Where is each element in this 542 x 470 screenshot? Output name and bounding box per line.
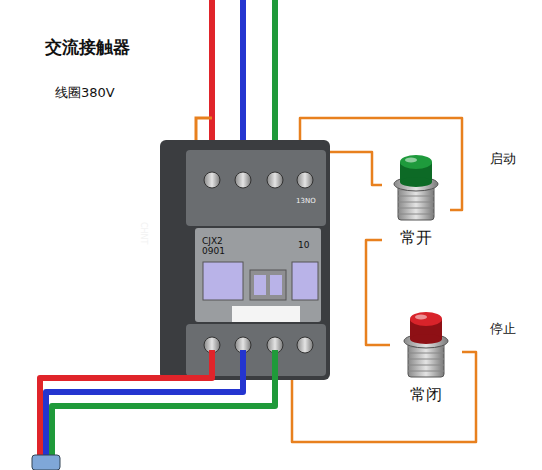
start-button: 常开: [382, 148, 450, 253]
contactor-body: CJX2 0901: [160, 140, 330, 380]
control-wire: [300, 118, 462, 210]
aux-contact-code: 10: [298, 240, 309, 250]
control-wire: [330, 152, 382, 185]
stop-button: 常闭: [390, 305, 462, 410]
button-caption: 常闭: [390, 385, 462, 410]
power-wires-bottom: [40, 350, 275, 462]
start-label: 启动: [490, 150, 516, 168]
model-number: CJX2 0901: [202, 236, 242, 257]
coil-voltage: 线圈380V: [55, 84, 115, 102]
brand-mark: CHNT: [139, 222, 148, 244]
push-button-symbol: [382, 148, 450, 224]
push-button-symbol: [390, 305, 462, 381]
terminal-mark: 13NO: [296, 197, 316, 205]
button-caption: 常开: [382, 228, 450, 253]
contactor-housing: [160, 140, 330, 380]
control-wire: [292, 352, 476, 442]
diagram-title: 交流接触器: [45, 36, 130, 59]
control-wire: [366, 240, 390, 345]
stop-label: 停止: [490, 320, 516, 338]
motor-cable-end: [32, 455, 60, 470]
